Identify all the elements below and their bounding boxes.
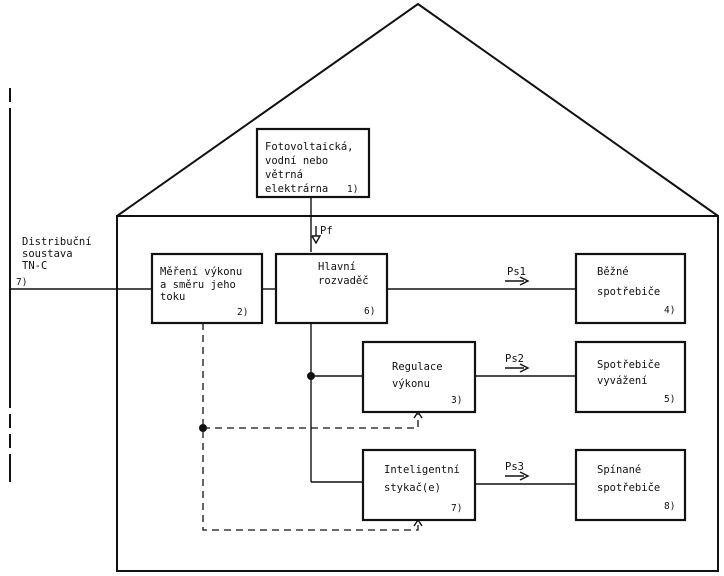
vyvazeni-num: 5): [664, 394, 675, 405]
mereni-num: 2): [237, 307, 248, 318]
mereni-label-line3: toku: [160, 291, 185, 303]
vyvazeni-label-line2: vyvážení: [597, 375, 648, 387]
bezne-label-line2: spotřebiče: [597, 286, 660, 298]
box-mereni: [150, 252, 264, 325]
mereni-label-line1: Měření výkonu: [160, 266, 242, 278]
pv-label-line2: vodní nebo: [265, 155, 328, 167]
hlavni-num: 6): [364, 306, 375, 317]
box-spinane: [574, 448, 687, 522]
house-body: [116, 215, 719, 572]
ps2-label: Ps2: [505, 353, 524, 365]
spinane-num: 8): [664, 501, 675, 512]
pf-arrow: [311, 235, 322, 245]
box-regulace: [361, 340, 477, 414]
ps1-label: Ps1: [507, 266, 526, 278]
regulace-num: 3): [451, 395, 462, 406]
spinane-label-line2: spotřebiče: [597, 482, 660, 494]
pv-num: 1): [347, 184, 358, 195]
pv-label-line3: větrná: [265, 169, 303, 181]
box-hlavni: [274, 252, 389, 325]
ps3-arrow: [505, 471, 530, 481]
box-stykac: [361, 448, 477, 522]
control-line-regulace: [202, 323, 419, 531]
pf-label: Pf: [320, 225, 333, 237]
stykac-label-line1: Inteligentní: [384, 464, 460, 476]
hlavni-label-line2: rozvaděč: [318, 275, 369, 287]
mereni-label-line2: a směru jeho: [160, 279, 236, 291]
house-roof: [116, 2, 719, 217]
stykac-num: 7): [451, 503, 462, 514]
regulace-label-line2: výkonu: [392, 378, 430, 390]
distribution-label-line2: soustava: [22, 248, 73, 260]
pv-label-line1: Fotovoltaická,: [265, 141, 354, 153]
distribution-num: 7): [16, 277, 27, 288]
vyvazeni-label-line1: Spotřebiče: [597, 359, 660, 371]
junction-control: [199, 424, 207, 432]
distribution-label-line3: TN-C: [22, 260, 47, 272]
ps1-arrow: [505, 276, 530, 286]
stykac-label-line2: stykač(e): [384, 482, 441, 494]
bezne-label-line1: Běžné: [597, 266, 629, 278]
regulace-label-line1: Regulace: [392, 361, 443, 373]
bezne-num: 4): [664, 305, 675, 316]
box-pv: [255, 127, 371, 199]
box-bezne: [574, 252, 687, 325]
pv-label-line4: elektrárna: [265, 183, 328, 195]
ps2-arrow: [505, 363, 530, 373]
box-vyvazeni: [574, 340, 687, 414]
distribution-label-line1: Distribuční: [22, 236, 92, 248]
ps3-label: Ps3: [505, 461, 524, 473]
hlavni-label-line1: Hlavní: [318, 261, 356, 273]
spinane-label-line1: Spínané: [597, 464, 641, 476]
